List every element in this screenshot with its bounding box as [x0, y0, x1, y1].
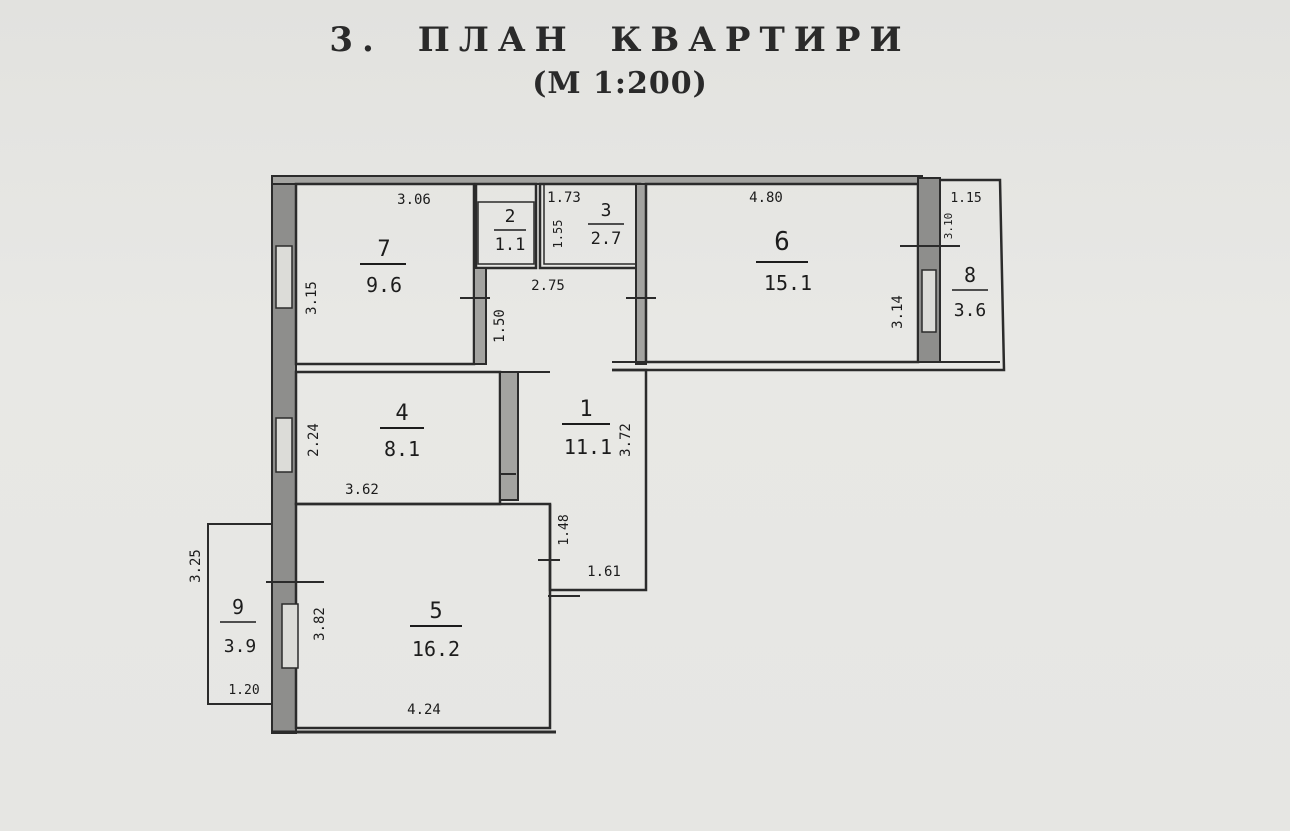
- dim-hall-width: 2.75: [531, 278, 565, 294]
- dim-r9-width: 1.20: [228, 683, 259, 698]
- window-room-6: [921, 269, 937, 333]
- plan-scale: (М 1:200): [532, 66, 708, 101]
- room-2-number: 2: [505, 206, 516, 227]
- dim-r3-width: 1.73: [547, 190, 581, 206]
- room-3-area: 2.7: [591, 229, 622, 249]
- dim-r7-height: 3.15: [304, 281, 320, 315]
- room-2-inner: [477, 201, 535, 265]
- dim-r1-height: 3.72: [618, 423, 634, 457]
- dim-r5-height: 3.82: [312, 607, 328, 641]
- room-7-area: 9.6: [366, 273, 402, 297]
- dim-r1-bottom: 1.61: [587, 564, 621, 580]
- dim-r7-width: 3.06: [397, 192, 431, 208]
- hall-east-wall: [635, 183, 647, 365]
- dim-hall-height: 1.50: [492, 309, 508, 343]
- room-7-number: 7: [377, 237, 390, 262]
- dim-r8-width: 1.15: [950, 191, 981, 206]
- room-5-outline: [294, 502, 552, 730]
- room-8-area: 3.6: [954, 300, 987, 321]
- room-1-number: 1: [579, 397, 592, 422]
- dim-r4-width: 3.62: [345, 482, 379, 498]
- room-1-area: 11.1: [564, 435, 612, 459]
- window-room-4: [275, 417, 293, 473]
- room-4-area: 8.1: [384, 437, 420, 461]
- room-labels: 7 9.6 2 1.1 3 2.7 6 15.1 8 3.6 4 8.1 1 1…: [220, 200, 988, 661]
- hall-west-wall: [473, 267, 487, 365]
- dimension-labels: 3.06 3.15 1.73 1.55 4.80 3.14 1.15 3.10 …: [188, 190, 982, 718]
- room-2-area: 1.1: [495, 235, 526, 255]
- room-9-number: 9: [232, 595, 244, 619]
- room-8-number: 8: [964, 263, 976, 287]
- room-5-number: 5: [429, 599, 442, 624]
- room-8-outline: [612, 178, 1006, 372]
- room-6-number: 6: [774, 227, 790, 257]
- room-5-area: 16.2: [412, 637, 460, 661]
- plan-title: 3. ПЛАН КВАРТИРИ: [329, 20, 911, 60]
- dim-r1-small: 1.48: [557, 514, 572, 545]
- room-6-area: 15.1: [764, 271, 812, 295]
- room-2-outline: [474, 182, 538, 270]
- room-1-outline: [548, 368, 648, 592]
- dim-r6-width: 4.80: [749, 190, 783, 206]
- window-room-7: [275, 245, 293, 309]
- dim-r8-small: 3.10: [942, 213, 955, 240]
- dim-r3-height: 1.55: [551, 220, 565, 249]
- dim-r9-height: 3.25: [188, 549, 204, 583]
- walls: [207, 175, 1006, 734]
- room-4-number: 4: [395, 401, 408, 426]
- room-9-area: 3.9: [224, 636, 257, 657]
- room-4-east-wall: [499, 371, 519, 501]
- room-9-outline: [207, 523, 272, 705]
- dim-r5-width: 4.24: [407, 702, 441, 718]
- window-room-5: [281, 603, 299, 669]
- dim-r6-height: 3.14: [890, 295, 906, 329]
- room-3-number: 3: [601, 200, 612, 221]
- dim-r4-height: 2.24: [306, 423, 322, 457]
